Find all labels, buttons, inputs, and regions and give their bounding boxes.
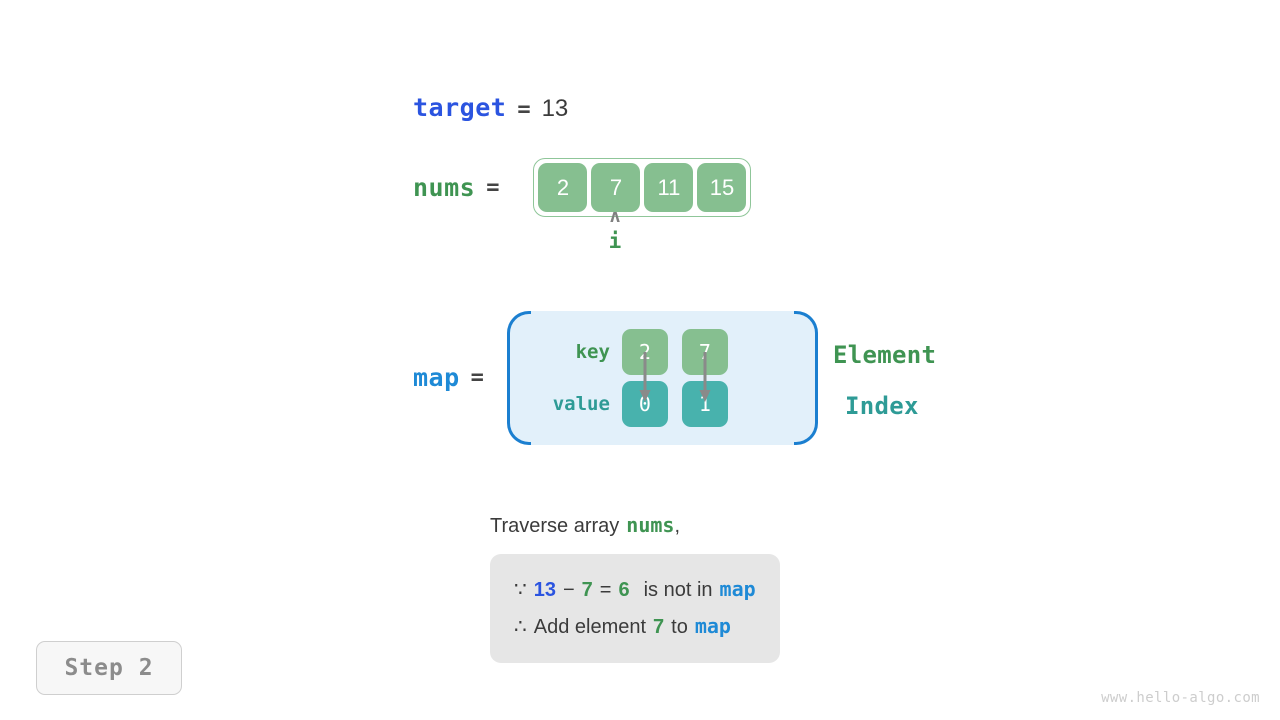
explanation-title-suffix: , bbox=[674, 515, 681, 537]
pointer-label-i: i bbox=[608, 229, 622, 253]
bracket-right-icon bbox=[793, 311, 818, 445]
map-inner: key value 2 0 7 1 bbox=[507, 329, 728, 427]
explanation-title-prefix: Traverse array bbox=[490, 515, 620, 537]
map-key-label: key bbox=[575, 341, 610, 363]
map-value-cell-0: 0 bbox=[621, 381, 668, 427]
line1-result: 6 bbox=[618, 579, 630, 601]
map-entry-1: 7 1 bbox=[681, 329, 728, 427]
line1-operand-b: 7 bbox=[581, 579, 593, 601]
line1-text: is not in bbox=[643, 579, 713, 601]
target-row: target = 13 bbox=[413, 93, 568, 123]
nums-array: 2 7 11 15 bbox=[533, 158, 752, 217]
nums-row: nums = 2 7 11 15 bbox=[413, 158, 752, 217]
target-equals-sign: = bbox=[517, 97, 531, 122]
watermark: www.hello-algo.com bbox=[1101, 690, 1260, 706]
line2-text-before: Add element bbox=[533, 616, 647, 638]
nums-label: nums bbox=[413, 173, 476, 202]
map-key-cell-1: 7 bbox=[681, 329, 728, 375]
line1-minus-sign: − bbox=[562, 579, 575, 601]
map-value-label: value bbox=[552, 393, 610, 415]
explanation-title-keyword: nums bbox=[626, 513, 675, 537]
index-side-label: Index bbox=[845, 392, 919, 420]
therefore-symbol: ∴ bbox=[514, 616, 527, 638]
map-container: key value 2 0 7 1 bbox=[506, 311, 818, 445]
map-key-cell-0: 2 bbox=[621, 329, 668, 375]
step-badge: Step 2 bbox=[36, 641, 182, 695]
index-pointer: ʌ i bbox=[606, 208, 624, 256]
target-label: target bbox=[413, 93, 507, 122]
line2-map-keyword: map bbox=[694, 614, 731, 638]
map-value-cell-1: 1 bbox=[681, 381, 728, 427]
map-entries: 2 0 7 1 bbox=[621, 329, 728, 427]
line1-equals-sign: = bbox=[599, 579, 612, 601]
map-row: map = key value 2 0 7 1 bbox=[413, 311, 818, 445]
caret-up-icon: ʌ bbox=[609, 206, 621, 227]
line2-element-value: 7 bbox=[653, 616, 665, 638]
step-badge-label: Step 2 bbox=[64, 655, 154, 681]
map-equals-sign: = bbox=[470, 365, 484, 390]
because-symbol: ∵ bbox=[514, 579, 527, 601]
nums-cell-2: 11 bbox=[644, 163, 694, 212]
explanation-line-1: ∵ 13−7 = 6 is not in map bbox=[514, 571, 756, 608]
nums-cell-3: 15 bbox=[697, 163, 747, 212]
map-row-labels: key value bbox=[538, 329, 622, 427]
map-entry-0: 2 0 bbox=[621, 329, 668, 427]
map-label: map bbox=[413, 363, 460, 392]
element-side-label: Element bbox=[833, 341, 937, 369]
nums-cell-0: 2 bbox=[538, 163, 588, 212]
line1-map-keyword: map bbox=[719, 577, 756, 601]
map-side-labels: Element Index bbox=[833, 311, 973, 445]
target-value: 13 bbox=[541, 95, 569, 122]
explanation-title: Traverse array nums, bbox=[490, 513, 780, 538]
line2-text-middle: to bbox=[671, 616, 688, 638]
nums-cell-1: 7 bbox=[591, 163, 641, 212]
line1-operand-a: 13 bbox=[533, 579, 556, 601]
nums-equals-sign: = bbox=[486, 175, 500, 200]
